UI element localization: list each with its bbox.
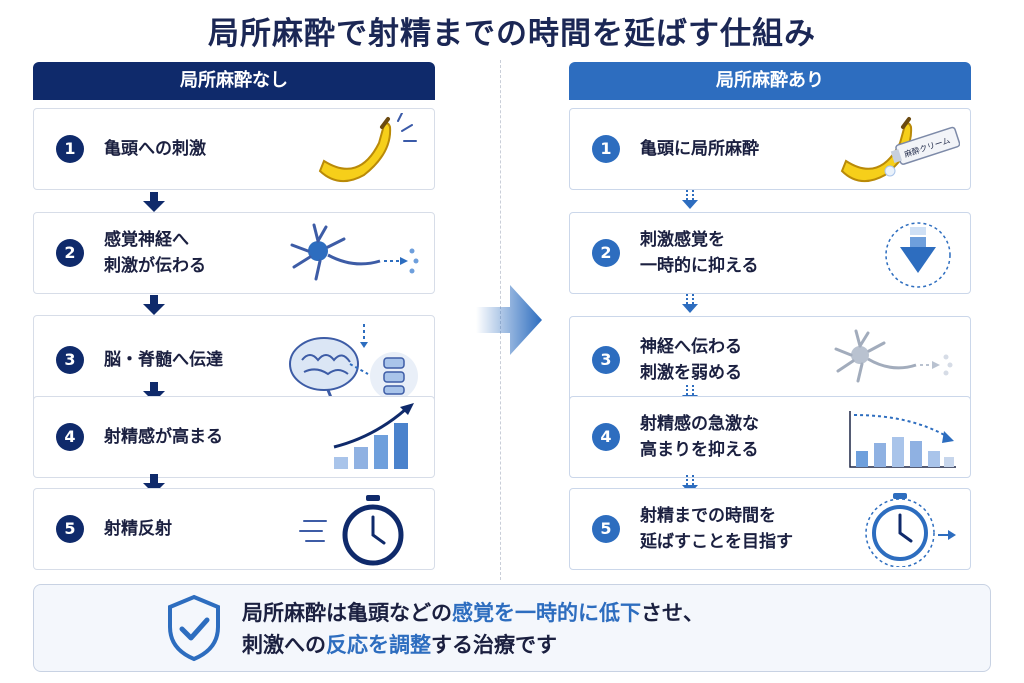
right-step-1: 1 亀頭に局所麻酔 麻酔クリーム xyxy=(569,108,971,190)
shield-check-icon xyxy=(168,594,220,662)
step-text: 射精反射 xyxy=(104,519,172,539)
step-text: 射精感が高まる xyxy=(104,427,223,447)
step-text: 脳・脊髄へ伝達 xyxy=(104,350,223,370)
left-step-1: 1 亀頭への刺激 xyxy=(33,108,435,190)
column-with-anesthesia: 局所麻酔あり 1 亀頭に局所麻酔 麻酔クリーム 2 刺激感覚を一時的に抑える 3… xyxy=(569,62,971,570)
right-step-2: 2 刺激感覚を一時的に抑える xyxy=(569,212,971,294)
step-number: 5 xyxy=(56,515,84,543)
neuron-icon xyxy=(290,223,419,281)
step-number: 4 xyxy=(56,423,84,451)
step-text: 亀頭に局所麻酔 xyxy=(640,139,759,159)
right-column-header: 局所麻酔あり xyxy=(569,62,971,100)
step-text: 感覚神経へ刺激が伝わる xyxy=(104,230,206,276)
transition-arrow-icon xyxy=(476,285,542,355)
summary-box: 局所麻酔は亀頭などの感覚を一時的に低下させ、 刺激への反応を調整する治療です xyxy=(33,584,991,672)
left-step-4: 4 射精感が高まる xyxy=(33,396,435,478)
right-step-5: 5 射精までの時間を延ばすことを目指す xyxy=(569,488,971,570)
right-step-3: 3 神経へ伝わる刺激を弱める xyxy=(569,316,971,404)
step-number: 1 xyxy=(592,135,620,163)
step-number: 2 xyxy=(592,239,620,267)
stopwatch-icon xyxy=(299,495,404,566)
down-arrow-circle-icon xyxy=(885,222,951,288)
step-number: 3 xyxy=(592,346,620,374)
step-number: 2 xyxy=(56,239,84,267)
bar-chart-flat-icon xyxy=(849,411,956,468)
step-text: 刺激感覚を一時的に抑える xyxy=(640,230,759,276)
right-step-4: 4 射精感の急激な高まりを抑える xyxy=(569,396,971,478)
arrow-down-icon xyxy=(143,192,165,212)
page-title: 局所麻酔で射精までの時間を延ばす仕組み xyxy=(208,16,816,52)
dotted-arrow-down-icon xyxy=(682,294,698,313)
step-number: 3 xyxy=(56,346,84,374)
step-number: 5 xyxy=(592,515,620,543)
left-step-5: 5 射精反射 xyxy=(33,488,435,570)
brain-spine-icon xyxy=(289,324,418,401)
step-number: 4 xyxy=(592,423,620,451)
stopwatch-extended-icon xyxy=(865,493,956,567)
banana-cream-icon: 麻酔クリーム xyxy=(840,117,960,182)
step-text: 射精までの時間を延ばすことを目指す xyxy=(640,506,793,552)
summary-text: 局所麻酔は亀頭などの感覚を一時的に低下させ、 刺激への反応を調整する治療です xyxy=(242,601,704,657)
step-text: 神経へ伝わる刺激を弱める xyxy=(640,337,742,383)
dotted-arrow-down-icon xyxy=(682,190,698,209)
column-without-anesthesia: 局所麻酔なし 1 亀頭への刺激 2 感覚神経へ刺激が伝わる 3 脳・脊髄へ伝達 xyxy=(33,62,435,570)
faded-neuron-icon xyxy=(834,329,953,383)
banana-icon xyxy=(318,113,417,182)
step-text: 亀頭への刺激 xyxy=(104,139,206,159)
arrow-down-icon xyxy=(143,295,165,315)
left-column-header: 局所麻酔なし xyxy=(33,62,435,100)
step-number: 1 xyxy=(56,135,84,163)
left-step-2: 2 感覚神経へ刺激が伝わる xyxy=(33,212,435,294)
step-text: 射精感の急激な高まりを抑える xyxy=(640,414,759,460)
bar-chart-up-icon xyxy=(333,403,414,469)
left-step-3: 3 脳・脊髄へ伝達 xyxy=(33,315,435,405)
